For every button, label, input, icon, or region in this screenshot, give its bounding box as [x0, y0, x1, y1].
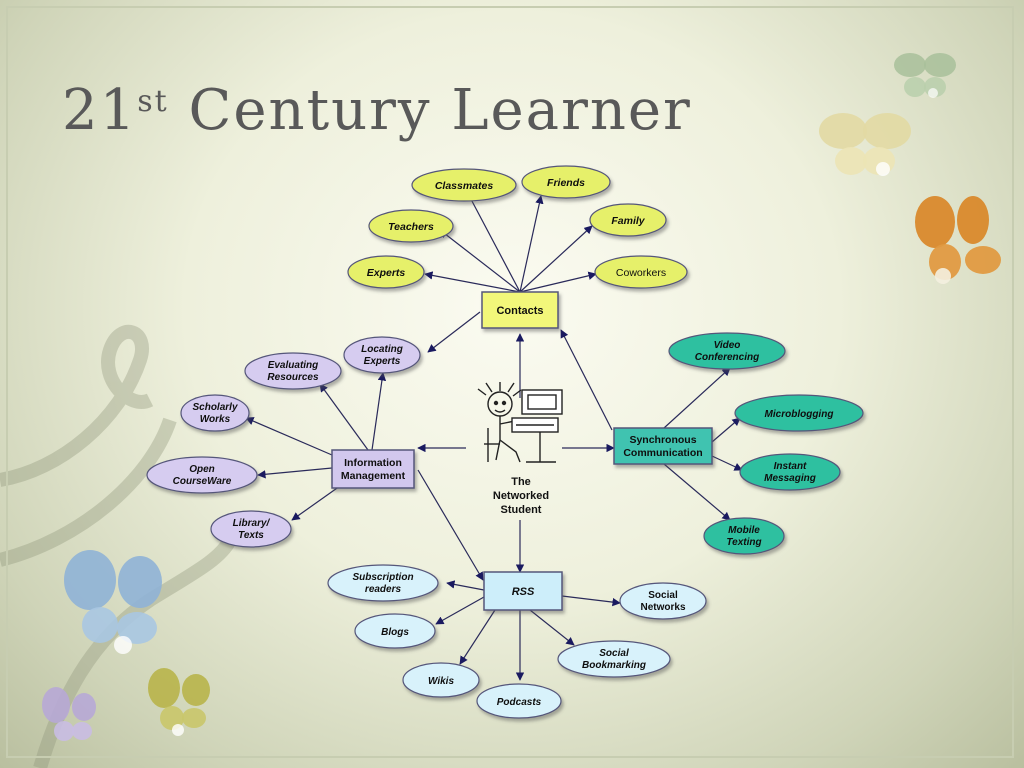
- butterfly-lavender-icon: [42, 687, 96, 741]
- node-evaluating-resources-line2: Resources: [267, 372, 319, 383]
- node-podcasts: Podcasts: [476, 683, 562, 719]
- center-label-line1: The: [511, 476, 531, 488]
- node-blogs-label: Blogs: [381, 627, 409, 638]
- node-scholarly-works-line1: Scholarly: [192, 402, 237, 413]
- node-wikis: Wikis: [402, 662, 480, 698]
- node-information-management-line1: Information: [344, 457, 402, 469]
- node-subscription-readers-line1: Subscription: [352, 572, 413, 583]
- node-open-courseware-line2: CourseWare: [173, 476, 232, 487]
- node-mobile-texting-line2: Texting: [726, 537, 761, 548]
- node-social-bookmarking: Social Bookmarking: [557, 640, 671, 678]
- node-teachers: Teachers: [368, 209, 454, 243]
- node-social-bookmarking-line1: Social: [599, 648, 629, 659]
- node-library-texts-line1: Library/: [233, 518, 271, 529]
- node-rss: RSS: [483, 571, 563, 611]
- node-wikis-label: Wikis: [428, 676, 454, 687]
- node-blogs: Blogs: [354, 613, 436, 649]
- node-library-texts-line2: Texts: [238, 530, 264, 541]
- node-mobile-texting: Mobile Texting: [703, 517, 785, 555]
- node-coworkers-label: Coworkers: [616, 267, 666, 279]
- node-synchronous-communication-line1: Synchronous: [629, 434, 696, 446]
- node-rss-label: RSS: [512, 586, 535, 598]
- node-subscription-readers: Subscription readers: [327, 564, 439, 602]
- butterfly-olive-icon: [148, 668, 210, 736]
- node-instant-messaging-line2: Messaging: [764, 473, 816, 484]
- node-contacts: Contacts: [481, 291, 559, 329]
- node-instant-messaging-line1: Instant: [774, 461, 807, 472]
- node-locating-experts: Locating Experts: [343, 336, 421, 374]
- butterfly-green-icon: [894, 53, 956, 98]
- node-social-networks-line2: Networks: [640, 602, 685, 613]
- node-classmates: Classmates: [411, 168, 517, 202]
- node-microblogging-label: Microblogging: [765, 409, 834, 420]
- node-experts-label: Experts: [367, 267, 406, 279]
- student-at-computer-icon: [477, 382, 563, 463]
- node-synchronous-communication-line2: Communication: [623, 447, 702, 459]
- node-open-courseware-line1: Open: [189, 464, 215, 475]
- title-number: 21: [62, 78, 138, 143]
- butterfly-orange-icon: [915, 196, 1001, 284]
- butterfly-beige-icon: [819, 113, 911, 176]
- node-scholarly-works-line2: Works: [200, 414, 231, 425]
- node-locating-experts-line2: Experts: [364, 356, 401, 367]
- node-locating-experts-line1: Locating: [361, 344, 403, 355]
- center-label: The Networked Student: [493, 476, 549, 516]
- node-teachers-label: Teachers: [388, 221, 434, 233]
- butterfly-blue-icon: [64, 550, 162, 654]
- node-synchronous-communication: Synchronous Communication: [613, 427, 713, 465]
- node-experts: Experts: [347, 255, 425, 289]
- node-contacts-label: Contacts: [496, 305, 543, 317]
- node-mobile-texting-line1: Mobile: [728, 525, 760, 536]
- slide-title: 21st Century Learner: [62, 78, 692, 143]
- node-friends-label: Friends: [547, 177, 585, 189]
- node-library-texts: Library/ Texts: [210, 510, 292, 548]
- node-open-courseware: Open CourseWare: [146, 456, 258, 494]
- node-video-conferencing-line1: Video: [714, 340, 741, 351]
- node-social-networks: Social Networks: [619, 582, 707, 620]
- node-scholarly-works: Scholarly Works: [180, 394, 250, 432]
- connector-lines: [245, 185, 743, 681]
- node-coworkers: Coworkers: [594, 255, 688, 289]
- title-superscript: st: [137, 84, 169, 119]
- node-family: Family: [589, 203, 667, 237]
- node-subscription-readers-line2: readers: [365, 584, 402, 595]
- center-label-line3: Student: [501, 504, 542, 516]
- node-video-conferencing-line2: Conferencing: [695, 352, 759, 363]
- node-social-bookmarking-line2: Bookmarking: [582, 660, 646, 671]
- node-friends: Friends: [521, 165, 611, 199]
- node-podcasts-label: Podcasts: [497, 697, 542, 708]
- title-text: Century Learner: [168, 78, 692, 143]
- node-video-conferencing: Video Conferencing: [668, 332, 786, 370]
- node-instant-messaging: Instant Messaging: [739, 453, 841, 491]
- node-information-management: Information Management: [331, 449, 415, 489]
- node-microblogging: Microblogging: [734, 394, 864, 432]
- node-evaluating-resources-line1: Evaluating: [268, 360, 319, 371]
- slide-frame: [6, 6, 1014, 758]
- node-social-networks-line1: Social: [648, 590, 678, 601]
- center-label-line2: Networked: [493, 490, 549, 502]
- node-evaluating-resources: Evaluating Resources: [244, 352, 342, 390]
- node-classmates-label: Classmates: [435, 180, 494, 192]
- node-information-management-line2: Management: [341, 470, 406, 482]
- node-family-label: Family: [611, 215, 645, 227]
